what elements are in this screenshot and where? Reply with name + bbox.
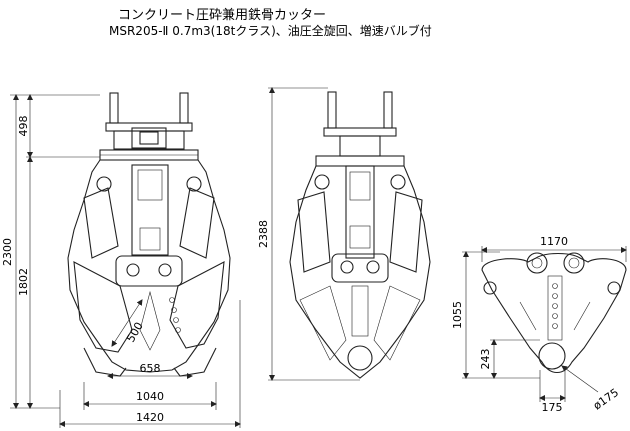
dim-front-body-height: 1802: [17, 268, 30, 296]
dim-bottom-width: 1170: [540, 235, 568, 248]
front-view: [67, 92, 231, 377]
bottom-view: [481, 252, 627, 374]
dim-front-width-mid: 1040: [136, 390, 164, 403]
side-dimensions: [268, 87, 360, 381]
drawing-subtitle: MSR205-Ⅱ 0.7m3(18tクラス)、油圧全旋回、増速バルブ付: [109, 24, 432, 38]
dim-bottom-small-width: 175: [542, 401, 563, 414]
front-dimensions: [10, 94, 241, 428]
dim-front-width-total: 1420: [136, 411, 164, 424]
dim-side-total-height: 2388: [257, 220, 270, 248]
dim-front-total-height: 2300: [1, 238, 14, 266]
dim-bottom-height: 1055: [451, 301, 464, 329]
drawing-title: コンクリート圧砕兼用鉄骨カッター: [118, 8, 327, 23]
dim-front-width-inner: 658: [140, 362, 161, 375]
side-view: [289, 91, 431, 379]
dim-bottom-small-height: 243: [479, 349, 492, 370]
dim-front-bracket-height: 498: [17, 116, 30, 137]
bottom-dimensions: [462, 246, 627, 402]
dim-front-blade-length: 500: [124, 320, 146, 345]
